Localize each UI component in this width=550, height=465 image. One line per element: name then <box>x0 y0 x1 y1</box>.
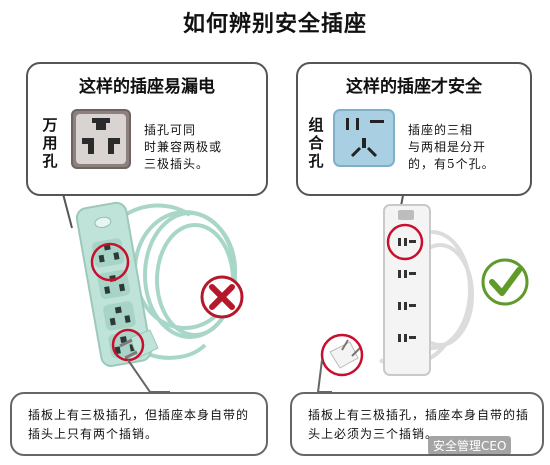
left-bottom-note: 插板上有三极插孔，但插座本身自带的插头上只有两个插销。 <box>28 408 250 441</box>
left-panel-heading: 这样的插座易漏电 <box>79 77 215 97</box>
left-highlight-socket-circle <box>90 242 130 282</box>
check-mark-icon <box>481 258 529 306</box>
right-highlight-socket-circle <box>386 223 424 261</box>
left-panel-label: 万用孔 <box>42 116 58 170</box>
right-highlight-plug-circle <box>320 333 364 377</box>
x-mark-icon <box>200 275 244 319</box>
combination-socket-icon <box>333 109 395 167</box>
safe-outlet-panel: 这样的插座才安全 组合孔 插座的三相 与两相是分开 的，有5个孔。 <box>296 62 532 196</box>
right-panel-description: 插座的三相 与两相是分开 的，有5个孔。 <box>408 123 495 171</box>
page-title: 如何辨别安全插座 <box>182 11 367 37</box>
right-power-strip <box>316 204 474 393</box>
unsafe-outlet-panel: 这样的插座易漏电 万用孔 插孔可同 时兼容两极或 三极插头。 <box>26 62 268 196</box>
universal-socket-icon <box>71 109 131 169</box>
right-bottom-note: 插板上有三极插孔，插座本身自带的插头上必须为三个插销。 <box>308 408 530 441</box>
left-panel-description: 插孔可同 时兼容两极或 三极插头。 <box>144 123 223 171</box>
right-panel-label: 组合孔 <box>308 116 324 170</box>
right-panel-heading: 这样的插座才安全 <box>346 77 482 97</box>
left-bottom-note-box: 插板上有三极插孔，但插座本身自带的插头上只有两个插销。 <box>10 392 268 456</box>
watermark-text: 安全管理CEO <box>428 436 512 455</box>
left-power-strip <box>75 201 237 393</box>
